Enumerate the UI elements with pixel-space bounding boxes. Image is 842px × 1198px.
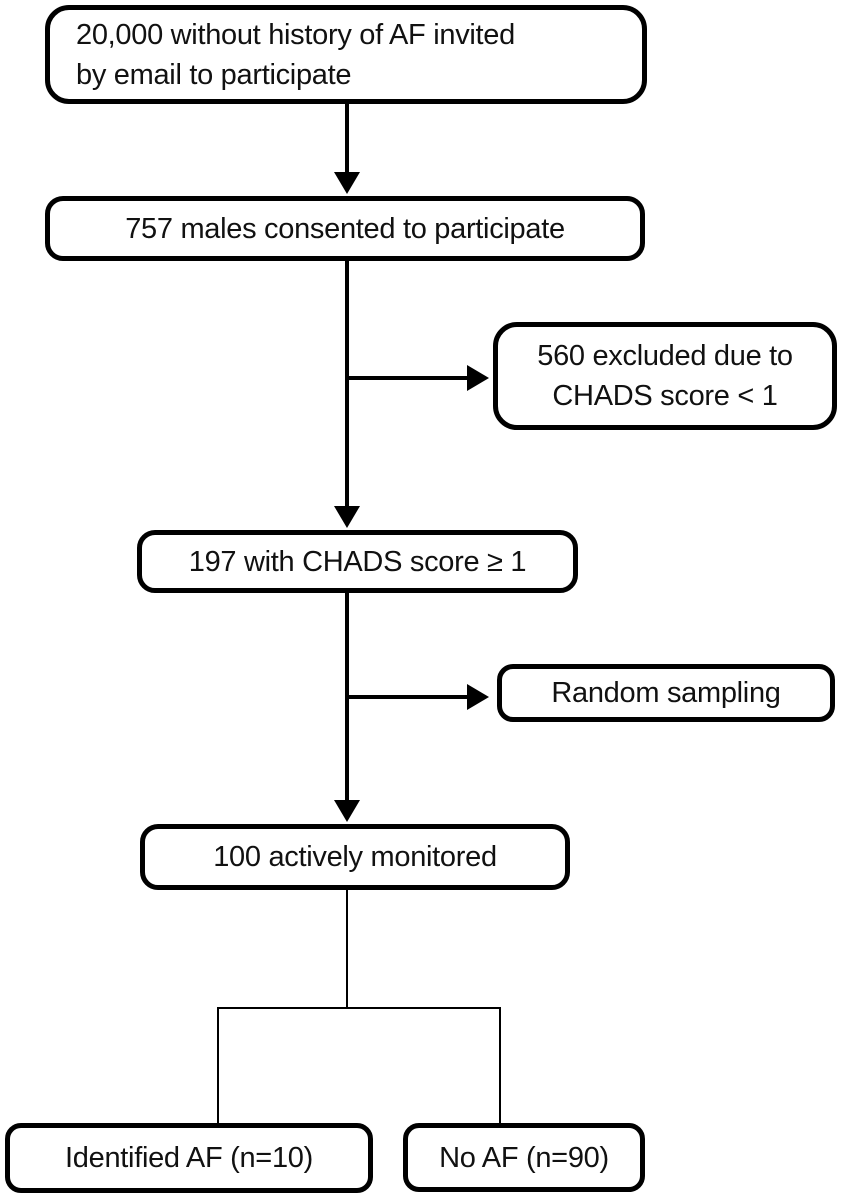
- arrowhead-right-icon: [467, 365, 489, 391]
- node-consented-label: 757 males consented to participate: [125, 212, 565, 245]
- node-monitored-box: 100 actively monitored: [140, 824, 570, 890]
- node-no-af-label: No AF (n=90): [439, 1141, 609, 1174]
- node-no-af-box: No AF (n=90): [403, 1123, 645, 1192]
- connector-branch-random-sampling: [347, 695, 469, 699]
- node-chads-box: 197 with CHADS score ≥ 1: [137, 530, 578, 593]
- connector-invited-consented: [345, 104, 349, 176]
- node-random-sampling-box: Random sampling: [497, 664, 835, 722]
- node-identified-af-label: Identified AF (n=10): [65, 1142, 313, 1174]
- arrowhead-down-icon: [334, 172, 360, 194]
- node-invited-label-line2: by email to participate: [76, 58, 352, 91]
- node-consented-box: 757 males consented to participate: [45, 196, 645, 261]
- connector-split-identified-af: [217, 1007, 219, 1123]
- arrowhead-right-icon: [467, 684, 489, 710]
- node-excluded-box: 560 excluded due to CHADS score < 1: [493, 322, 837, 430]
- node-monitored-label: 100 actively monitored: [213, 841, 497, 873]
- arrowhead-down-icon: [334, 506, 360, 528]
- connector-split-bar: [217, 1007, 501, 1009]
- connector-split-no-af: [499, 1007, 501, 1123]
- node-chads-label: 197 with CHADS score ≥ 1: [188, 545, 527, 578]
- node-random-sampling-label: Random sampling: [551, 677, 781, 709]
- connector-monitored-stem: [346, 890, 348, 1008]
- connector-consented-chads: [345, 261, 349, 506]
- connector-branch-excluded: [347, 376, 469, 380]
- node-identified-af-box: Identified AF (n=10): [5, 1123, 373, 1193]
- arrowhead-down-icon: [334, 800, 360, 822]
- node-invited-box: 20,000 without history of AF invited by …: [45, 5, 647, 104]
- node-excluded-label-line1: 560 excluded due to: [537, 340, 793, 372]
- node-excluded-label-line2: CHADS score < 1: [552, 380, 778, 412]
- node-invited-label-line1: 20,000 without history of AF invited: [76, 18, 515, 51]
